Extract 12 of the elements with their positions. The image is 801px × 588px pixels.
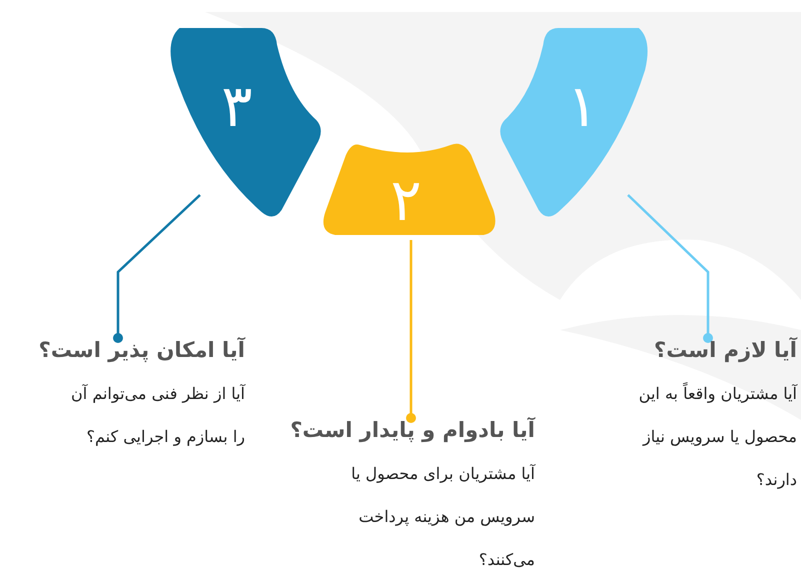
step-number: ۱ [566,77,598,135]
leader-line [627,194,713,343]
leader-line [113,194,201,343]
question-text: آیا از نظر فنی می‌توانم آن را بسازم و اجرایی کنم؟ [70,383,245,448]
question-heading: آیا امکان پذیر است؟ [38,338,245,362]
question-heading: آیا لازم است؟ [653,338,797,362]
question-text: آیا مشتریان واقعاً به این محصول یا سرویس نیاز دارند؟ [638,381,797,491]
question-text: آیا مشتریان برای محصول یا سرویس من هزینه پرداخت می‌کنند؟ [350,463,535,571]
step-number: ۲ [390,171,422,229]
question-heading: آیا بادوام و پایدار است؟ [290,418,535,442]
leader-line [406,240,416,423]
step-number: ۳ [221,77,253,135]
